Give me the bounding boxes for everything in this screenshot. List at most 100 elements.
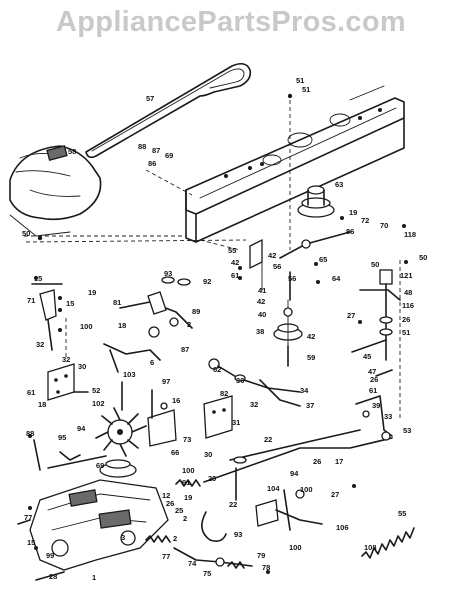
shift-bracket-48 [351, 269, 401, 377]
callout-label: 26 [402, 315, 410, 324]
callout-label: 63 [335, 180, 343, 189]
callout-label: 17 [335, 457, 343, 466]
callout-label: 18 [118, 321, 126, 330]
callout-label: 42 [231, 258, 239, 267]
pivot-arm [279, 231, 351, 301]
callout-label: 18 [38, 400, 46, 409]
callout-label: 51 [296, 76, 304, 85]
callout-label: 118 [404, 230, 416, 239]
callout-label: 77 [24, 513, 32, 522]
callout-label: 32 [62, 355, 70, 364]
callout-label: 42 [257, 297, 265, 306]
bracket-53 [355, 395, 393, 441]
callout-label: 116 [402, 301, 414, 310]
callout-label: 52 [92, 386, 100, 395]
callout-label: 57 [146, 94, 154, 103]
callout-label: 22 [229, 500, 237, 509]
callout-label: 95 [58, 433, 66, 442]
callout-label: 32 [250, 400, 258, 409]
callout-label: 34 [300, 386, 309, 395]
bracket-30 [47, 363, 89, 401]
callout-label: 30 [78, 362, 86, 371]
callout-label: 27 [331, 490, 339, 499]
callout-label: 62 [213, 365, 221, 374]
callout-label: 61 [369, 386, 377, 395]
callout-label: 30 [204, 450, 212, 459]
callout-label: 65 [319, 255, 327, 264]
callout-label: 39 [372, 401, 380, 410]
callout-label: 64 [332, 274, 341, 283]
callout-label: 19 [88, 288, 96, 297]
callout-label: 92 [203, 277, 211, 286]
callout-label: 100 [182, 466, 195, 475]
shaft-95 [33, 439, 107, 471]
transaxle-pulley [99, 459, 137, 478]
callout-label: 75 [203, 569, 211, 578]
callout-label: 48 [404, 288, 412, 297]
callout-label: 103 [123, 370, 136, 379]
callout-label: 88 [138, 142, 146, 151]
bracket-82 [203, 395, 233, 439]
callout-label: 74 [188, 559, 197, 568]
callout-label: 22 [264, 435, 272, 444]
callout-label: 82 [220, 389, 228, 398]
callout-label: 91 [182, 478, 190, 487]
callout-label: 26 [370, 375, 378, 384]
callout-label: 86 [148, 159, 156, 168]
rod-34 [208, 358, 301, 407]
callout-label: 86 [346, 227, 354, 236]
mower-body-outline [9, 145, 102, 237]
callout-label: 50 [371, 260, 379, 269]
callout-label: 29 [208, 474, 216, 483]
arm-75 [173, 547, 253, 569]
callout-label: 33 [384, 412, 392, 421]
callout-label: 55 [228, 246, 236, 255]
callout-label: 51 [302, 85, 310, 94]
frame-rail [185, 85, 405, 243]
callout-label: 97 [162, 377, 170, 386]
linkage-104 [255, 489, 323, 531]
callout-label: 42 [307, 332, 315, 341]
callout-label: 81 [113, 298, 121, 307]
callout-label: 42 [268, 251, 276, 260]
bracket-73 [147, 389, 177, 447]
callout-label: 72 [361, 216, 369, 225]
callout-label: 69 [165, 151, 173, 160]
callout-label: 71 [27, 296, 35, 305]
callout-label: 88 [26, 429, 34, 438]
callout-label: 45 [363, 352, 371, 361]
callout-label: 19 [349, 208, 357, 217]
spring-55 [361, 527, 415, 559]
callout-label: 1 [92, 573, 96, 582]
callout-label: 100 [289, 543, 302, 552]
callout-label: 79 [257, 551, 265, 560]
callout-label: 38 [256, 327, 264, 336]
callout-label: 53 [403, 426, 411, 435]
callout-label: 6 [150, 358, 154, 367]
callout-label: 93 [164, 269, 172, 278]
idler-pulley-63 [297, 185, 335, 218]
callout-label: 56 [288, 274, 296, 283]
callout-label: 61 [27, 388, 35, 397]
callout-label: 58 [68, 147, 76, 156]
callout-label: 50 [22, 229, 30, 238]
callout-label: 50 [419, 253, 427, 262]
cooling-fan-94 [95, 407, 147, 457]
callout-label: 108 [364, 543, 377, 552]
callout-label: 32 [36, 340, 44, 349]
callout-label: 15 [27, 538, 35, 547]
callout-label: 56 [273, 262, 281, 271]
hose-93 [201, 511, 227, 542]
callout-label: 2 [173, 534, 177, 543]
callout-label: 104 [267, 484, 280, 493]
callout-label: 100 [300, 485, 313, 494]
brake-rod-6 [103, 326, 161, 373]
callout-label: 15 [66, 299, 74, 308]
callout-label: 28 [49, 572, 57, 581]
callout-label: 77 [162, 552, 170, 561]
callout-label: 87 [181, 345, 189, 354]
pulley-38 [273, 299, 303, 361]
callout-label: 12 [162, 491, 170, 500]
